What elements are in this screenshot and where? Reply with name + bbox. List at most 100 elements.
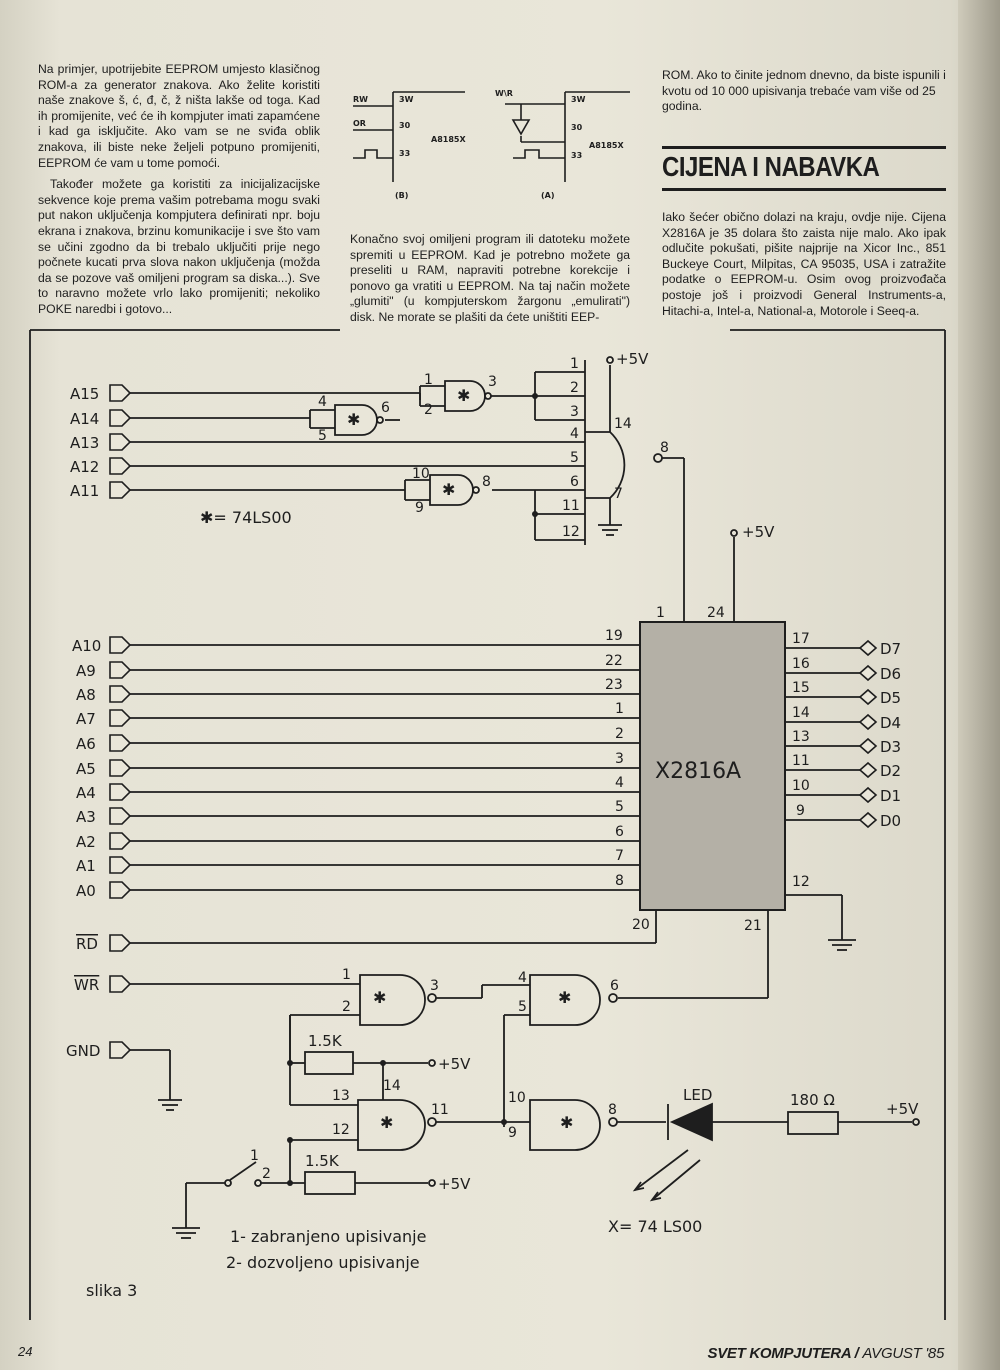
- gate-legend: ✱= 74LS00: [200, 508, 292, 527]
- pin-number: 6: [570, 474, 579, 490]
- switch-pin: 2: [262, 1166, 271, 1182]
- pin-number: 4: [615, 775, 624, 791]
- pin-number: 4: [570, 426, 579, 442]
- pin-number: 1: [424, 372, 433, 388]
- supply-label: +5V: [742, 523, 775, 541]
- pin-number: 3: [488, 374, 497, 390]
- address-label: A4: [76, 784, 96, 802]
- pin-number: 4: [518, 970, 527, 986]
- pin-number: 15: [792, 680, 810, 696]
- pin-number: 8: [608, 1102, 617, 1118]
- pin-number: 7: [614, 486, 623, 502]
- magazine-footer: SVET KOMPJUTERA / AVGUST '85: [707, 1345, 945, 1362]
- pin-number: 6: [610, 978, 619, 994]
- chip-label: A8185X: [431, 135, 466, 144]
- pin-label: W\R: [495, 89, 513, 98]
- address-label: A2: [76, 833, 96, 851]
- resistor-label: 180 Ω: [790, 1091, 835, 1109]
- gate-mark: ✱: [457, 386, 470, 405]
- pin-number: 22: [605, 653, 623, 669]
- pin-number: 12: [562, 524, 580, 540]
- pin-number: 3: [430, 978, 439, 994]
- pin-label: 3W: [571, 95, 586, 104]
- switch-pin: 1: [250, 1148, 259, 1164]
- address-label: A14: [70, 410, 99, 428]
- gate-mark: ✱: [558, 988, 571, 1007]
- pin-number: 13: [792, 729, 810, 745]
- gate-mark: ✱: [560, 1113, 573, 1132]
- pin-number: 1: [656, 605, 665, 621]
- pin-number: 17: [792, 631, 810, 647]
- pin-number: 13: [332, 1088, 350, 1104]
- gate-mark: ✱: [442, 480, 455, 499]
- address-label: A13: [70, 434, 99, 452]
- address-label: A6: [76, 735, 96, 753]
- pin-number: 10: [412, 466, 430, 482]
- pin-number: 9: [415, 500, 424, 516]
- pin-number: 14: [383, 1078, 401, 1094]
- data-label: D7: [880, 640, 901, 658]
- switch-legend: 2- dozvoljeno upisivanje: [226, 1253, 420, 1272]
- gate-mark: ✱: [380, 1113, 393, 1132]
- junction-dots: [287, 393, 538, 1186]
- address-label: A8: [76, 686, 96, 704]
- article-column-3-top: ROM. Ako to činite jednom dnevno, da bis…: [662, 68, 946, 121]
- resistor-label: 1.5K: [305, 1152, 340, 1170]
- address-label: A11: [70, 482, 99, 500]
- pin-number: 8: [482, 474, 491, 490]
- pin-number: 23: [605, 677, 623, 693]
- pin-number: 2: [424, 402, 433, 418]
- section-heading: CIJENA I NABAVKA: [662, 152, 880, 184]
- data-label: D1: [880, 787, 901, 805]
- pin-number: 3: [615, 751, 624, 767]
- pin-number: 8: [660, 440, 669, 456]
- pin-number: 6: [615, 824, 624, 840]
- heading-rule-bottom: [662, 188, 946, 191]
- data-label: D5: [880, 689, 901, 707]
- pin-number: 11: [792, 753, 810, 769]
- supply-label: +5V: [616, 350, 649, 368]
- pin-number: 5: [318, 428, 327, 444]
- pin-number: 6: [381, 400, 390, 416]
- address-label: A1: [76, 857, 96, 875]
- issue-date: AVGUST '85: [862, 1345, 944, 1362]
- resistor-label: 1.5K: [308, 1032, 343, 1050]
- data-label: D4: [880, 714, 901, 732]
- figure-caption-b: (B): [395, 191, 408, 200]
- gnd-label: GND: [66, 1042, 100, 1060]
- data-label: D2: [880, 762, 901, 780]
- pin-number: 14: [614, 416, 632, 432]
- address-label: A3: [76, 808, 96, 826]
- gate-mark: ✱: [347, 410, 360, 429]
- page-number: 24: [18, 1344, 33, 1359]
- rd-label: RD: [76, 935, 98, 953]
- address-label: A7: [76, 710, 96, 728]
- figure-caption: slika 3: [86, 1281, 137, 1300]
- supply-label: +5V: [438, 1055, 471, 1073]
- pin-number: 12: [792, 874, 810, 890]
- article-paragraph: ROM. Ako to činite jednom dnevno, da bis…: [662, 68, 946, 114]
- address-label: A12: [70, 458, 99, 476]
- pin-label: OR: [353, 119, 366, 128]
- pin-label: 30: [399, 121, 411, 130]
- pin-label: RW: [353, 95, 368, 104]
- figure-caption-a: (A): [541, 191, 555, 200]
- pin-number: 1: [615, 701, 624, 717]
- supply-label: +5V: [886, 1100, 919, 1118]
- article-paragraph: Na primjer, upotrijebite EEPROM umjesto …: [38, 62, 320, 170]
- article-paragraph: Iako šećer obično dolazi na kraju, ovdje…: [662, 210, 946, 318]
- eeprom-chip: [639, 621, 786, 911]
- pin-number: 16: [792, 656, 810, 672]
- chip-label: A8185X: [589, 141, 624, 150]
- pin-number: 21: [744, 918, 762, 934]
- pin-label: 33: [399, 149, 410, 158]
- pin-number: 24: [707, 605, 725, 621]
- article-column-1: Na primjer, upotrijebite EEPROM umjesto …: [38, 62, 320, 324]
- address-label: A10: [72, 637, 101, 655]
- heading-rule-top: [662, 146, 946, 149]
- magazine-name: SVET KOMPJUTERA /: [707, 1345, 859, 1362]
- pin-number: 3: [570, 404, 579, 420]
- article-paragraph: Također možete ga koristiti za inicijali…: [38, 177, 320, 316]
